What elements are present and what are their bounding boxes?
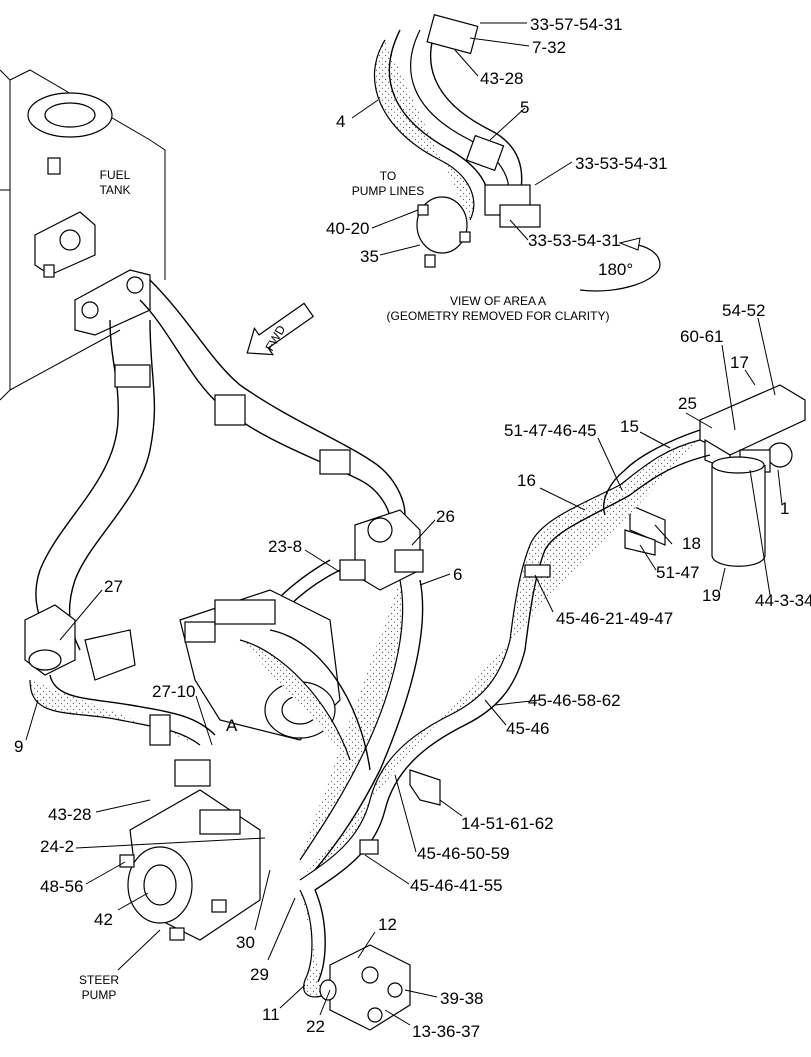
fuel-tank <box>0 69 166 401</box>
callout-43-28-top: 43-28 <box>480 69 523 88</box>
callout-51-47-46-45: 51-47-46-45 <box>504 421 597 440</box>
clamp-block <box>214 394 246 426</box>
callout-54-52: 54-52 <box>722 301 765 320</box>
clip-bracket-14 <box>409 769 441 806</box>
pump-assembly <box>179 589 371 771</box>
callout-24-2: 24-2 <box>40 837 74 856</box>
callout-29: 29 <box>250 965 269 984</box>
callout-60-61: 60-61 <box>680 327 723 346</box>
callout-30: 30 <box>236 933 255 952</box>
filter-bracket <box>624 504 666 556</box>
area-a-hoses <box>373 14 541 228</box>
callout-14-51-61-62: 14-51-61-62 <box>461 814 554 833</box>
callout-51-47: 51-47 <box>656 563 699 582</box>
callout-45-46: 45-46 <box>506 719 549 738</box>
hose-16 <box>509 439 701 641</box>
callout-39-38: 39-38 <box>440 989 483 1008</box>
callout-26: 26 <box>436 507 455 526</box>
rotation-label: 180° <box>598 260 633 279</box>
callout-44-3-34: 44-3-34 <box>755 591 811 610</box>
callout-9: 9 <box>14 737 23 756</box>
callout-11: 11 <box>262 1005 280 1024</box>
pipe-section <box>84 629 136 681</box>
hose-clamp-27-10 <box>149 714 171 746</box>
suction-hose-left-outer <box>68 319 156 651</box>
hose-6 <box>299 579 404 861</box>
fwd-arrow <box>246 302 315 356</box>
to-pump-lines-label-line1: TO <box>380 169 396 183</box>
callout-45-46-58-62: 45-46-58-62 <box>528 691 621 710</box>
callout-33-57-54-31: 33-57-54-31 <box>530 15 623 34</box>
callout-33-53-54-31-b: 33-53-54-31 <box>528 231 621 250</box>
steer-pump <box>119 759 261 941</box>
callout-7-32: 7-32 <box>532 38 566 57</box>
steer-pump-label-line2: PUMP <box>82 988 117 1002</box>
tank-line-upper-outer <box>149 279 406 516</box>
callout-19: 19 <box>702 586 721 605</box>
callout-45-46-21-49-47: 45-46-21-49-47 <box>556 609 673 628</box>
elbow-27 <box>24 604 76 676</box>
callout-6: 6 <box>453 565 462 584</box>
tee-fitting <box>339 509 424 591</box>
filter-canister <box>711 456 766 567</box>
callout-45-46-50-59: 45-46-50-59 <box>417 844 510 863</box>
callout-17: 17 <box>730 353 749 372</box>
hose-lower-right <box>299 639 511 881</box>
steer-pump-label-line1: STEER <box>79 973 119 987</box>
leader-lines <box>25 22 783 1026</box>
flange-gasket <box>416 196 471 268</box>
hose-15 <box>603 429 701 516</box>
view-area-title: VIEW OF AREA A <box>450 294 546 308</box>
callout-22: 22 <box>306 1017 325 1036</box>
callout-27: 27 <box>104 577 123 596</box>
callout-23-8: 23-8 <box>268 537 302 556</box>
view-area-subtitle: (GEOMETRY REMOVED FOR CLARITY) <box>387 309 610 323</box>
fuel-tank-label-line1: FUEL <box>100 168 131 182</box>
tank-line-upper <box>139 299 391 521</box>
hose-clip-lower <box>359 839 379 855</box>
callout-45-46-41-55: 45-46-41-55 <box>410 876 503 895</box>
hose-clip <box>524 564 551 578</box>
fuel-tank-label-line2: TANK <box>99 183 130 197</box>
hose-11 <box>299 889 326 998</box>
callout-4: 4 <box>336 112 345 131</box>
callout-42: 42 <box>94 910 113 929</box>
area-a-marker: A <box>226 716 238 735</box>
callout-43-28-low: 43-28 <box>48 805 91 824</box>
callout-13-36-37: 13-36-37 <box>412 1022 480 1041</box>
valve-block-12 <box>319 944 411 1031</box>
callout-1: 1 <box>780 499 789 518</box>
callout-labels: 33-57-54-31 7-32 43-28 4 5 33-53-54-31 3… <box>14 15 811 1041</box>
tank-outlet-fitting <box>74 269 151 336</box>
callout-48-56: 48-56 <box>40 877 83 896</box>
callout-40-20: 40-20 <box>326 219 369 238</box>
callout-35: 35 <box>360 247 379 266</box>
callout-33-53-54-31-a: 33-53-54-31 <box>575 154 668 173</box>
rotation-arrow <box>579 237 661 292</box>
callout-16: 16 <box>517 471 536 490</box>
callout-27-10: 27-10 <box>152 682 195 701</box>
clamp-sleeve <box>319 449 351 475</box>
hose-clamp <box>114 364 151 388</box>
callout-12: 12 <box>378 915 397 934</box>
callout-15: 15 <box>620 417 639 436</box>
callout-18: 18 <box>682 534 701 553</box>
callout-5: 5 <box>520 98 529 117</box>
to-pump-lines-label-line2: PUMP LINES <box>352 184 424 198</box>
callout-25: 25 <box>678 394 697 413</box>
